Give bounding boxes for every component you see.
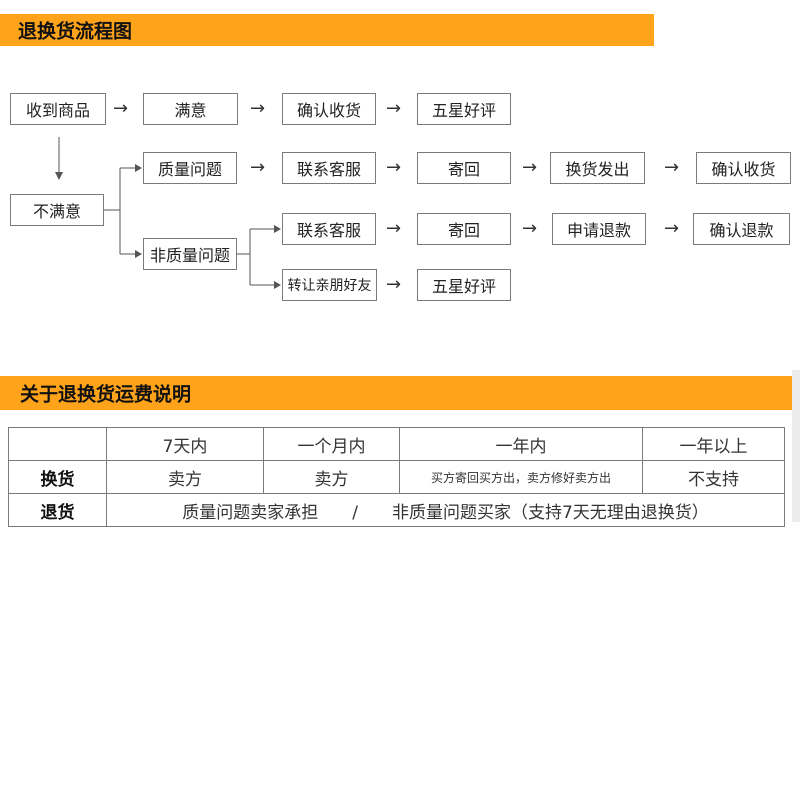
node-confirm-receipt: 确认收货 bbox=[282, 93, 376, 125]
node-contact-service-2: 联系客服 bbox=[282, 213, 376, 245]
node-dissatisfied: 不满意 bbox=[10, 194, 104, 226]
table-cell: 买方寄回买方出，卖方修好卖方出 bbox=[399, 460, 643, 494]
arrowhead-transfer bbox=[274, 281, 281, 289]
node-exchange-shipped: 换货发出 bbox=[550, 152, 645, 184]
node-confirm-refund: 确认退款 bbox=[693, 213, 790, 245]
node-transfer-to-friends: 转让亲朋好友 bbox=[282, 269, 377, 301]
node-satisfied: 满意 bbox=[143, 93, 238, 125]
node-five-star-review: 五星好评 bbox=[417, 93, 511, 125]
arrow-icon: → bbox=[386, 274, 402, 295]
flow-title: 退换货流程图 bbox=[18, 20, 133, 43]
table-cell: 卖方 bbox=[263, 460, 400, 494]
table-header-cell: 一年以上 bbox=[642, 427, 785, 461]
arrow-icon: → bbox=[664, 218, 680, 239]
shipping-fee-table: 7天内 一个月内 一年内 一年以上 换货 卖方 卖方 买方寄回买方出，卖方修好卖… bbox=[8, 427, 785, 527]
table-row-exchange: 换货 卖方 卖方 买方寄回买方出，卖方修好卖方出 不支持 bbox=[8, 460, 785, 494]
node-confirm-receipt-2: 确认收货 bbox=[696, 152, 791, 184]
node-non-quality-issue: 非质量问题 bbox=[143, 238, 237, 270]
row-label-return: 退货 bbox=[8, 493, 107, 527]
table-header-cell: 一个月内 bbox=[263, 427, 400, 461]
flow-title-banner: 退换货流程图 bbox=[0, 14, 654, 46]
table-header-cell: 7天内 bbox=[106, 427, 264, 461]
fees-title: 关于退换货运费说明 bbox=[20, 383, 192, 406]
node-send-back-2: 寄回 bbox=[417, 213, 511, 245]
arrow-icon: → bbox=[386, 218, 402, 239]
node-send-back: 寄回 bbox=[417, 152, 511, 184]
table-cell: 不支持 bbox=[642, 460, 785, 494]
node-quality-issue: 质量问题 bbox=[143, 152, 237, 184]
node-five-star-review-2: 五星好评 bbox=[417, 269, 511, 301]
arrowhead-quality bbox=[135, 164, 142, 172]
arrow-icon: → bbox=[386, 157, 402, 178]
row-label-exchange: 换货 bbox=[8, 460, 107, 494]
arrow-icon: → bbox=[250, 98, 266, 119]
table-header-cell bbox=[8, 427, 107, 461]
arrowhead-refund bbox=[274, 225, 281, 233]
edge-shade bbox=[792, 370, 800, 522]
arrow-icon: → bbox=[522, 157, 538, 178]
arrow-icon: → bbox=[250, 157, 266, 178]
arrow-icon: → bbox=[386, 98, 402, 119]
arrow-icon: → bbox=[522, 218, 538, 239]
arrow-icon: → bbox=[113, 98, 129, 119]
node-contact-service: 联系客服 bbox=[282, 152, 376, 184]
arrowhead-non-quality bbox=[135, 250, 142, 258]
table-cell: 卖方 bbox=[106, 460, 264, 494]
arrowhead-down bbox=[55, 172, 63, 180]
fees-title-banner: 关于退换货运费说明 bbox=[0, 376, 792, 410]
arrow-icon: → bbox=[664, 157, 680, 178]
table-header-cell: 一年内 bbox=[399, 427, 643, 461]
node-request-refund: 申请退款 bbox=[552, 213, 646, 245]
table-header-row: 7天内 一个月内 一年内 一年以上 bbox=[8, 427, 785, 461]
table-row-return: 退货 质量问题卖家承担 / 非质量问题买家（支持7天无理由退换货） bbox=[8, 493, 785, 527]
table-cell-return-policy: 质量问题卖家承担 / 非质量问题买家（支持7天无理由退换货） bbox=[106, 493, 785, 527]
node-receive-goods: 收到商品 bbox=[10, 93, 106, 125]
